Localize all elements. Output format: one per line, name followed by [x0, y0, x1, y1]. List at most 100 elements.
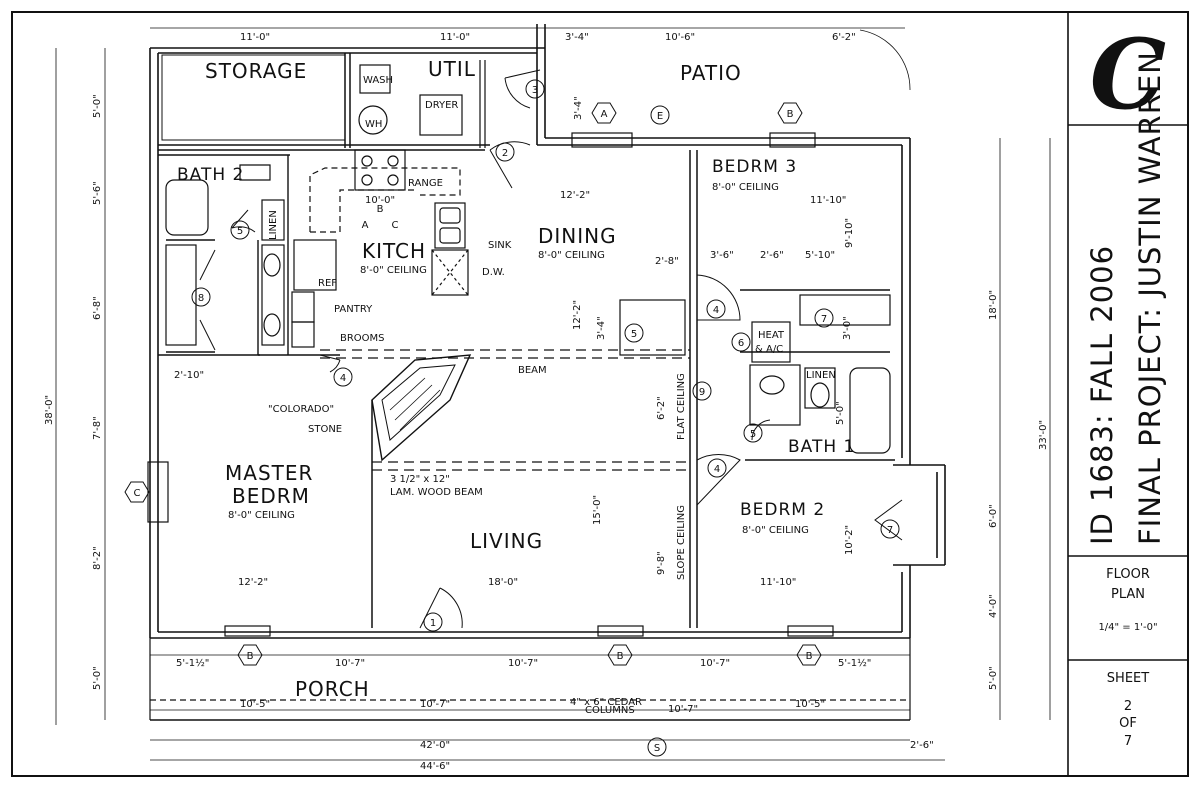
dim-left-5-6: 5'-6"	[92, 181, 103, 205]
tag-door-5c: 5	[750, 429, 756, 440]
dim-porch-10-7-a: 10'-7"	[335, 658, 365, 669]
dim-left-38-0: 38'-0"	[44, 395, 55, 425]
dim-right-18-0: 18'-0"	[988, 290, 999, 320]
sheet-scale: 1/4" = 1'-0"	[1098, 622, 1157, 633]
dimension-lines	[55, 27, 1051, 761]
dim-right-33-0: 33'-0"	[1038, 420, 1049, 450]
dim-bed3-11-10: 11'-10"	[810, 195, 846, 206]
dim-porch-5-1-5: 5'-1½"	[176, 657, 209, 669]
tag-kitch-c: C	[392, 220, 399, 231]
label-lam-2: LAM. WOOD BEAM	[390, 487, 483, 498]
bath2-tub	[165, 179, 209, 236]
room-bath2: BATH 2	[177, 165, 244, 185]
label-range: RANGE	[408, 178, 443, 189]
label-linen-left: LINEN	[268, 210, 279, 240]
label-cedar-2: COLUMNS	[585, 705, 635, 716]
label-flat-ceiling: FLAT CEILING	[676, 373, 687, 440]
dining-ceiling: 8'-0" CEILING	[538, 250, 605, 261]
tag-door-3: 3	[532, 85, 538, 96]
dim-porch-10-7-d: 10'-7"	[420, 699, 450, 710]
bedrm2-ceiling: 8'-0" CEILING	[742, 525, 809, 536]
dim-15-0-v: 15'-0"	[592, 495, 603, 525]
cooktop	[354, 149, 406, 191]
sheet-total: 7	[1124, 734, 1132, 749]
tag-win-c: C	[134, 488, 141, 499]
label-sink: SINK	[488, 240, 512, 251]
label-beam: BEAM	[518, 365, 547, 376]
dim-left-5-0-b: 5'-0"	[92, 666, 103, 690]
dim-kitch-10-0: 10'-0"	[365, 195, 395, 206]
sheet-of: OF	[1119, 716, 1137, 731]
water-heater	[358, 105, 388, 135]
title-line2: FINAL PROJECT: JUSTIN WARREN	[1133, 51, 1167, 545]
tag-door-8: 8	[198, 293, 204, 304]
porch	[149, 638, 911, 721]
tag-win-a: A	[601, 109, 608, 120]
sheet-label: SHEET	[1107, 671, 1149, 686]
tag-door-4c: 4	[714, 464, 720, 475]
room-patio: PATIO	[680, 61, 742, 85]
label-wh: WH	[365, 119, 382, 130]
label-heat-2: & A/C	[755, 344, 783, 355]
title-line1: ID 1683: FALL 2006	[1085, 245, 1119, 545]
label-pantry: PANTRY	[334, 304, 373, 315]
dim-10-2-v: 10'-2"	[844, 525, 855, 555]
dim-dining-12-2: 12'-2"	[560, 190, 590, 201]
dim-9-8-v: 9'-8"	[656, 551, 667, 575]
dim-porch-10-7-b: 10'-7"	[508, 658, 538, 669]
tag-win-b2: B	[617, 651, 624, 662]
dim-top-11-b: 11'-0"	[440, 32, 470, 43]
dim-living-18-0: 18'-0"	[488, 577, 518, 588]
room-storage: STORAGE	[205, 59, 307, 83]
bedrm3-ceiling: 8'-0" CEILING	[712, 182, 779, 193]
tag-kitch-a: A	[362, 220, 369, 231]
kitch-ceiling: 8'-0" CEILING	[360, 265, 427, 276]
dim-overall-2-6: 2'-6"	[910, 740, 934, 751]
dim-top-11-a: 11'-0"	[240, 32, 270, 43]
sheet-number: 2	[1124, 699, 1132, 714]
label-dryer: DRYER	[425, 100, 458, 111]
tag-door-1: 1	[430, 618, 436, 629]
exterior-walls	[149, 24, 946, 639]
dim-left-6-8: 6'-8"	[92, 296, 103, 320]
room-bedrm3: BEDRM 3	[712, 157, 797, 177]
dim-overall-44-6: 44'-6"	[420, 761, 450, 772]
room-bedrm2: BEDRM 2	[740, 500, 825, 520]
dim-3-4-util: 3'-4"	[573, 96, 584, 120]
sink	[434, 202, 466, 249]
tag-kitch-b: B	[377, 204, 384, 215]
dim-5-10: 5'-10"	[805, 250, 835, 261]
dim-porch-10-7-c: 10'-7"	[700, 658, 730, 669]
label-slope-ceiling: SLOPE CEILING	[676, 505, 687, 580]
master-ceiling: 8'-0" CEILING	[228, 510, 295, 521]
hvac	[751, 321, 791, 363]
dim-porch-10-5-a: 10'-5"	[240, 699, 270, 710]
dim-porch-10-5-b: 10'-5"	[795, 699, 825, 710]
tag-elev-e: E	[657, 111, 663, 122]
dim-2-8: 2'-8"	[655, 256, 679, 267]
room-kitch: KITCH	[362, 239, 426, 263]
dim-left-7-8: 7'-8"	[92, 416, 103, 440]
dim-top-6-2: 6'-2"	[832, 32, 856, 43]
kitchen-counter	[309, 167, 461, 233]
dim-2-6: 2'-6"	[760, 250, 784, 261]
label-wash: WASH	[363, 75, 393, 86]
room-bath1: BATH 1	[788, 437, 855, 457]
room-master-line1: MASTER	[225, 461, 313, 485]
dim-right-5-0: 5'-0"	[988, 666, 999, 690]
dishwasher	[431, 249, 469, 296]
fireplace	[371, 354, 472, 462]
tag-win-b-top: B	[787, 109, 794, 120]
washer	[359, 64, 391, 94]
label-lam-1: 3 1/2" x 12"	[390, 474, 450, 485]
label-brooms: BROOMS	[340, 333, 385, 344]
label-heat-1: HEAT	[758, 330, 785, 341]
label-stone: STONE	[308, 424, 342, 435]
dim-3-4-v: 3'-4"	[596, 316, 607, 340]
label-linen-bath: LINEN	[806, 370, 836, 381]
dim-master-12-2: 12'-2"	[238, 577, 268, 588]
tag-door-4a: 4	[340, 373, 346, 384]
dim-left-5-0: 5'-0"	[92, 94, 103, 118]
label-colorado: "COLORADO"	[268, 404, 334, 415]
tag-door-7b: 7	[887, 525, 893, 536]
